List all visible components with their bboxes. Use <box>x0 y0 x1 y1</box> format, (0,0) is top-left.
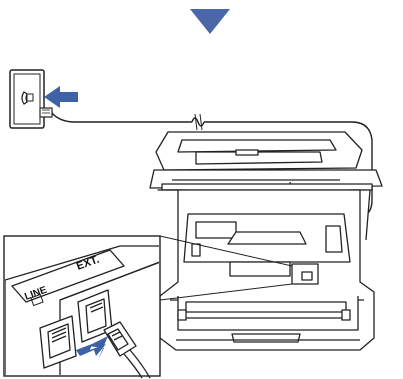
line-port <box>39 315 77 369</box>
phone-port-icon <box>30 293 44 307</box>
step-down-arrow-icon <box>190 9 230 34</box>
wall-phone-socket <box>9 69 53 129</box>
ext-port <box>77 289 113 343</box>
telephone-plug <box>103 321 151 379</box>
telephone-handset-icon <box>21 91 34 105</box>
callout-leader <box>159 235 293 301</box>
port-closeup-callout: EXT. LINE <box>3 235 161 379</box>
plug-in-arrow-icon <box>44 86 78 108</box>
printer-machine <box>149 131 383 351</box>
